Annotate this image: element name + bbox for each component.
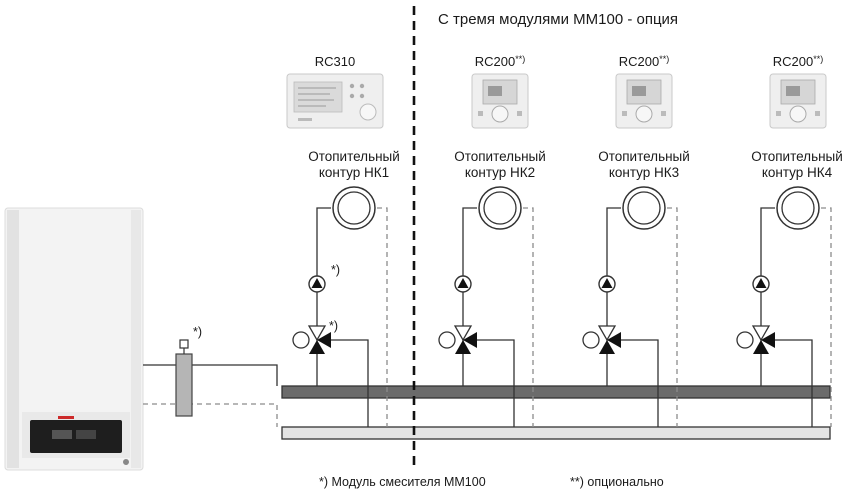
boiler-connection-pipes bbox=[143, 364, 278, 427]
pump-1 bbox=[308, 275, 326, 293]
radiator-2 bbox=[478, 186, 522, 230]
valve-mark: *) bbox=[329, 319, 339, 333]
controller-label-1: RC310 bbox=[295, 51, 375, 70]
option-header: С тремя модулями MM100 - опция bbox=[438, 11, 679, 28]
circuit-line1: Отопительный bbox=[308, 149, 400, 164]
rc200-controller-image-1 bbox=[471, 73, 529, 129]
circuit-line1: Отопительный bbox=[751, 149, 843, 164]
circuit-line2: контур НК3 bbox=[608, 165, 680, 180]
circuit-line1: Отопительный bbox=[454, 149, 546, 164]
heating-circuit-2 bbox=[438, 186, 534, 427]
circuit-label-1: Отопительный контур НК1 bbox=[294, 149, 414, 181]
controller-name: RC200 bbox=[618, 54, 660, 69]
controller-name: RC200 bbox=[772, 54, 814, 69]
pump-2 bbox=[454, 275, 472, 293]
footnote-optional: **) опционально bbox=[570, 475, 664, 489]
controller-label-4: RC200**) bbox=[758, 51, 838, 70]
pump-4 bbox=[752, 275, 770, 293]
circuit-line1: Отопительный bbox=[598, 149, 690, 164]
hydraulic-separator bbox=[175, 339, 193, 417]
radiator-1 bbox=[332, 186, 376, 230]
controller-sup: **) bbox=[515, 54, 526, 64]
circuit-line2: контур НК4 bbox=[761, 165, 833, 180]
controller-label-2: RC200**) bbox=[460, 51, 540, 70]
heating-circuit-1 bbox=[292, 186, 388, 427]
boiler bbox=[4, 207, 144, 471]
footnote-mixer-module: *) Модуль смесителя MM100 bbox=[319, 475, 486, 489]
circuit-line2: контур НК2 bbox=[464, 165, 536, 180]
circuit-line2: контур НК1 bbox=[318, 165, 390, 180]
rc310-controller-image bbox=[286, 73, 384, 129]
controller-label-3: RC200**) bbox=[604, 51, 684, 70]
supply-manifold bbox=[281, 385, 831, 399]
controller-sup: **) bbox=[659, 54, 670, 64]
separator-mark: *) bbox=[193, 325, 203, 339]
pump-mark: *) bbox=[331, 263, 341, 277]
mixing-valve-2 bbox=[438, 325, 477, 354]
circuit-label-4: Отопительный контур НК4 bbox=[737, 149, 857, 181]
mixing-valve-4 bbox=[736, 325, 775, 354]
controller-sup: **) bbox=[813, 54, 824, 64]
heating-circuit-4 bbox=[736, 186, 832, 427]
controller-name: RC200 bbox=[474, 54, 516, 69]
controller-name: RC310 bbox=[314, 54, 356, 69]
rc200-controller-image-2 bbox=[615, 73, 673, 129]
circuit-label-3: Отопительный контур НК3 bbox=[584, 149, 704, 181]
mixing-valve-3 bbox=[582, 325, 621, 354]
mixing-valve-1 bbox=[292, 325, 331, 354]
radiator-4 bbox=[776, 186, 820, 230]
heating-circuit-3 bbox=[582, 186, 678, 427]
pump-3 bbox=[598, 275, 616, 293]
rc200-controller-image-3 bbox=[769, 73, 827, 129]
return-manifold bbox=[281, 426, 831, 440]
circuit-label-2: Отопительный контур НК2 bbox=[440, 149, 560, 181]
radiator-3 bbox=[622, 186, 666, 230]
